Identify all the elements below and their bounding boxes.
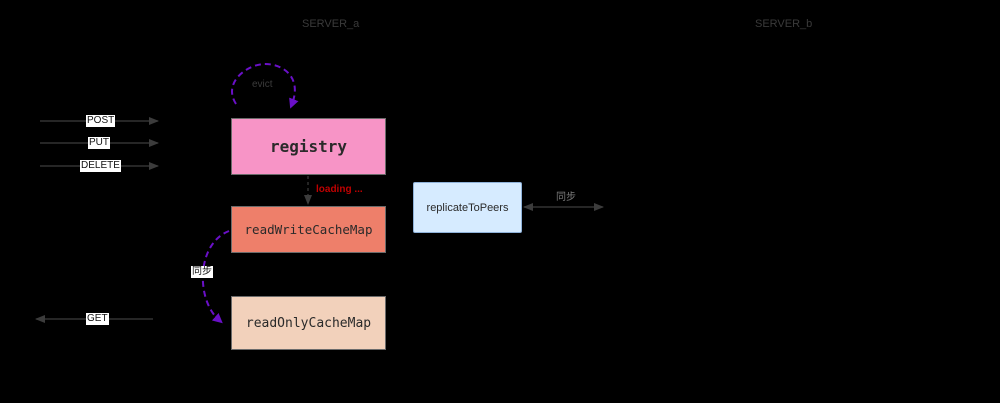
evict-loop-arrow [231, 62, 299, 109]
server-a-title: SERVER_a [302, 18, 360, 30]
get-label: GET [86, 313, 109, 325]
server-b-title: SERVER_b [755, 18, 813, 30]
readonly-cache-node: readOnlyCacheMap [231, 296, 386, 350]
evict-label: evict [252, 79, 273, 90]
replicate-to-peers-node: replicateToPeers [413, 182, 522, 233]
cache-sync-label: 同步 [191, 266, 213, 278]
put-label: PUT [88, 137, 110, 149]
post-label: POST [86, 115, 116, 127]
registry-node: registry [231, 118, 386, 175]
readwrite-cache-node: readWriteCacheMap [231, 206, 386, 253]
delete-label: DELETE [80, 160, 121, 172]
peer-sync-label: 同步 [556, 192, 576, 203]
loading-label: loading ... [316, 184, 363, 195]
